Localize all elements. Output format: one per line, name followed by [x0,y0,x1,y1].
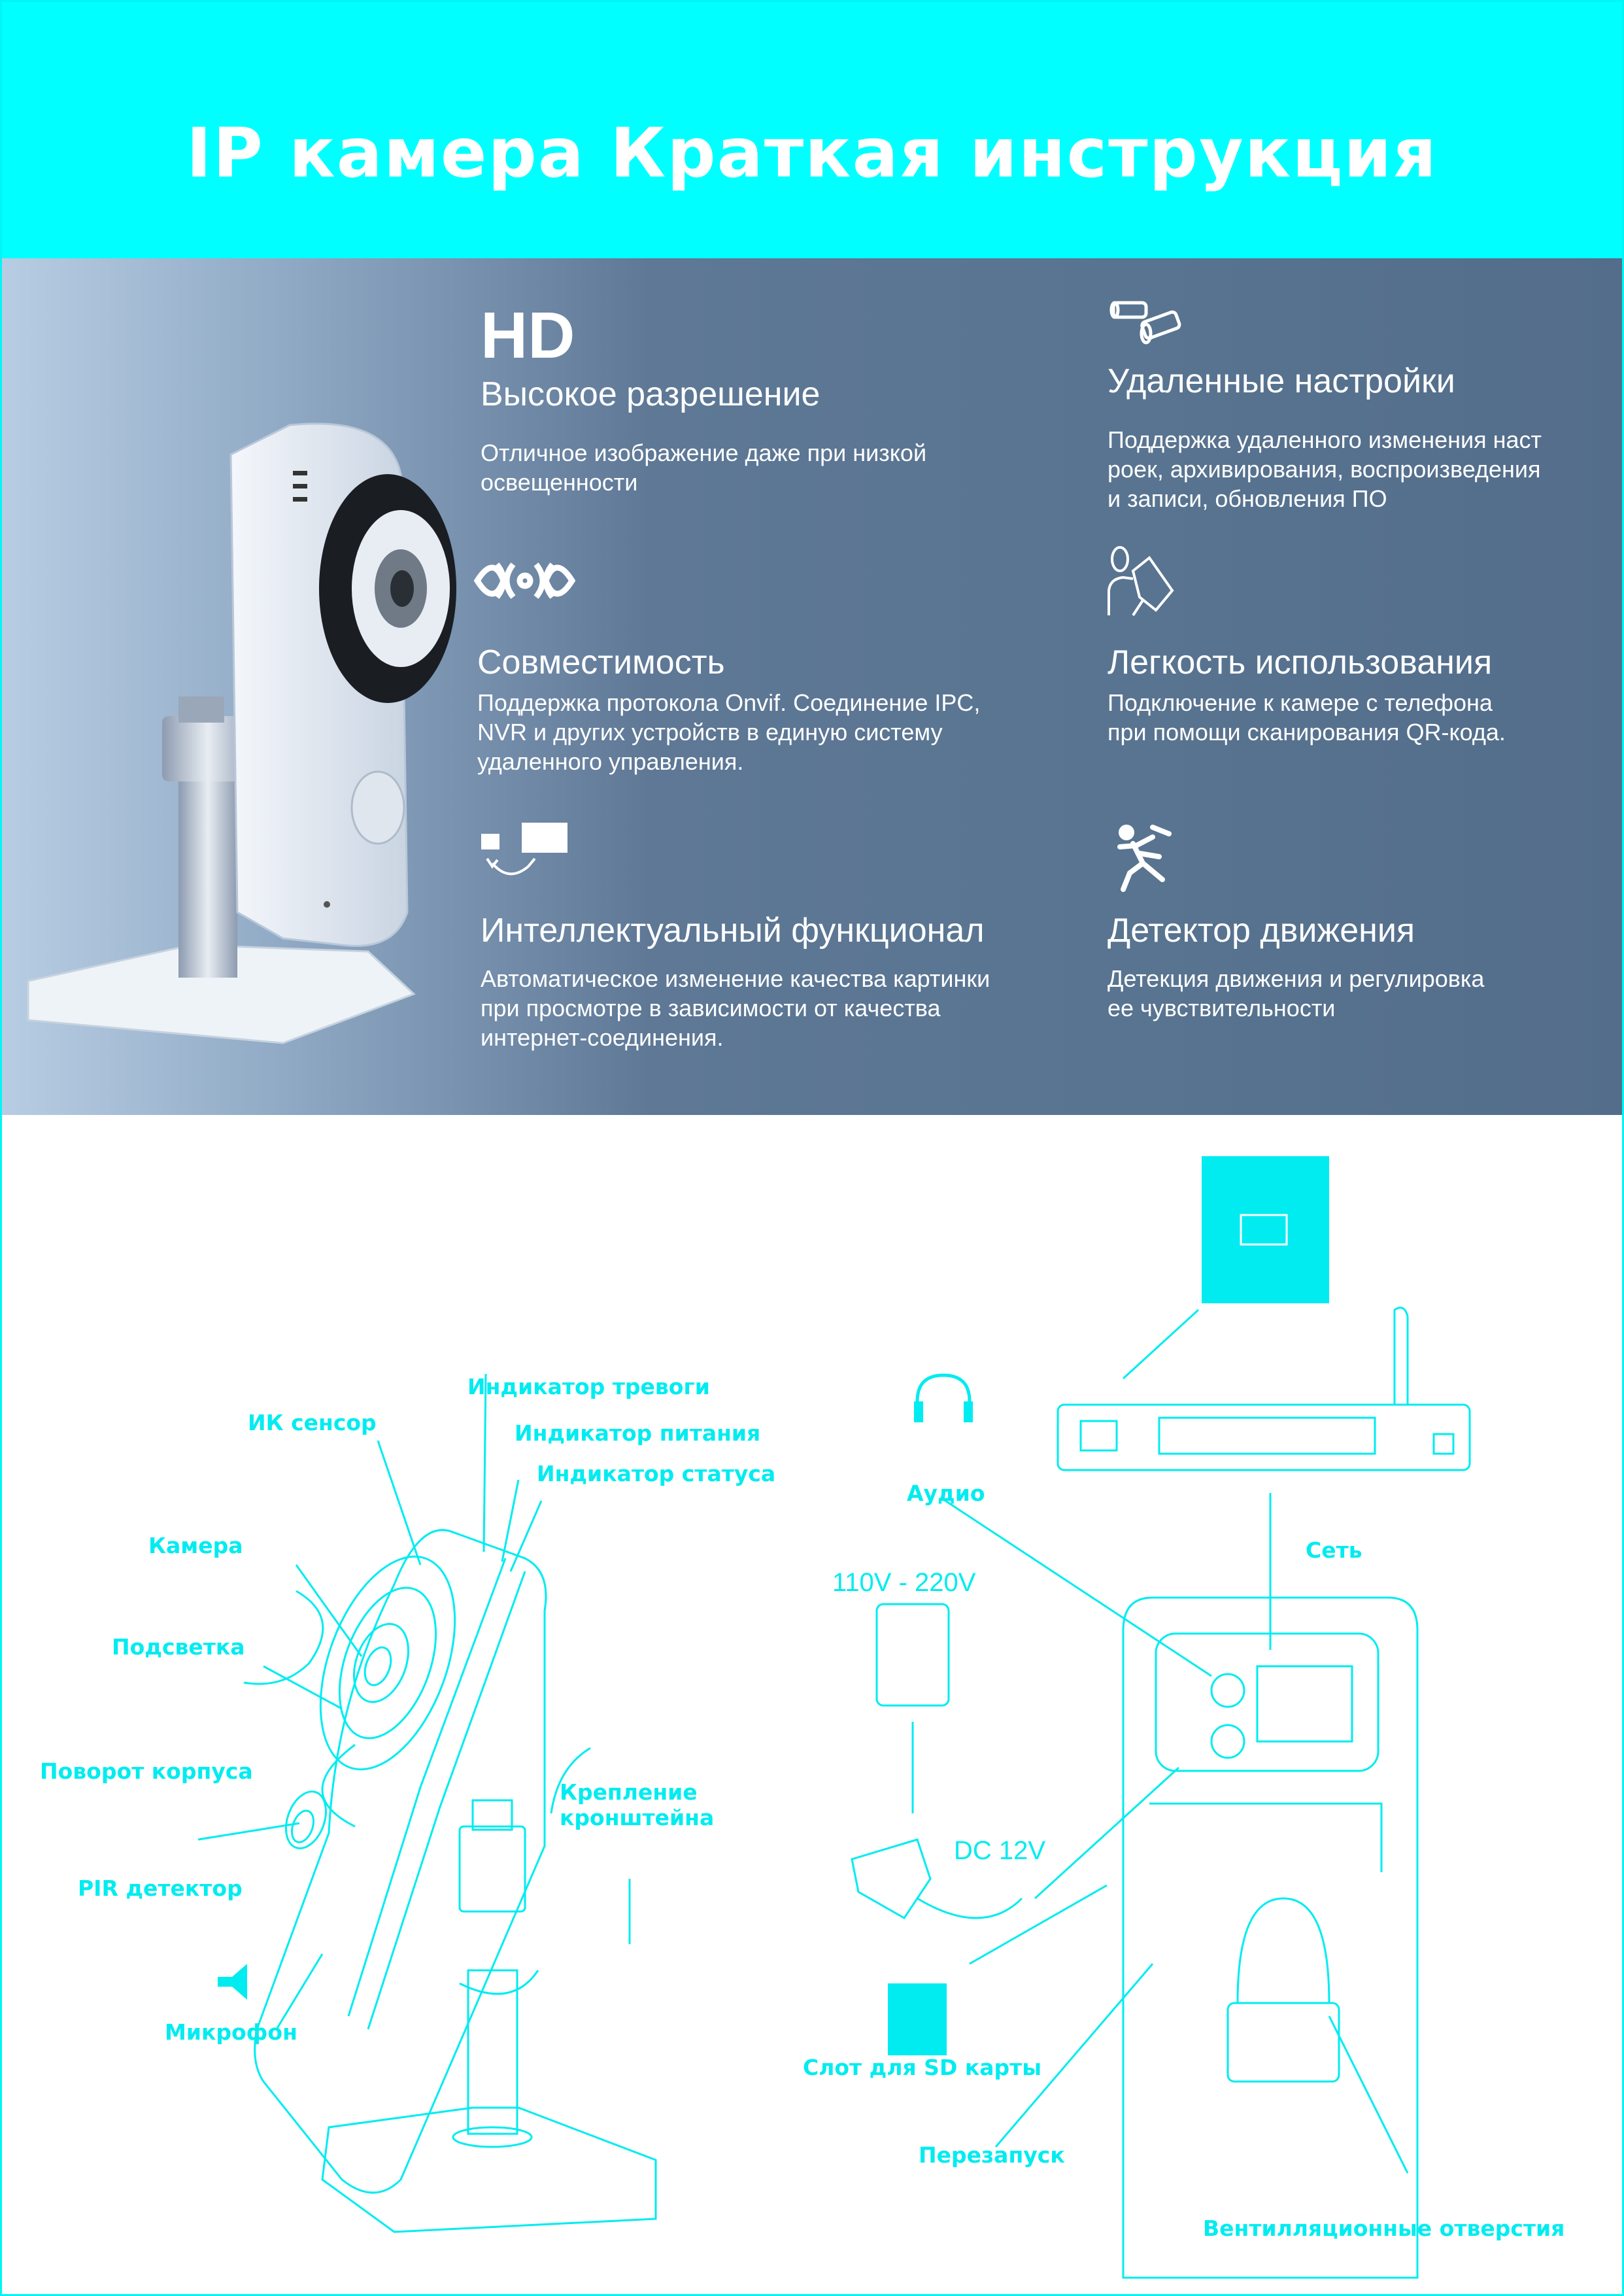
label-network: Сеть [1306,1537,1362,1563]
camera-front-drawing [254,1529,657,2233]
desc-line: при просмотре в зависимости от качества [481,995,941,1022]
label-bracket-mount: Крепление кронштейна [560,1779,714,1830]
feature-title: Высокое разрешение [481,375,820,413]
label-line: Крепление [560,1779,698,1805]
feature-desc: Подключение к камере с телефона при помо… [1108,688,1506,747]
router-drawing [1057,1403,1471,1471]
feature-desc: Детекция движения и регулировка ее чувст… [1108,964,1484,1023]
page-title: IP камера Краткая инструкция [186,113,1438,193]
label-vents: Вентилляционные отверстия [1203,2216,1565,2241]
feature-title: Легкость использования [1108,643,1493,681]
desc-line: Отличное изображение даже при низкой [481,439,927,467]
desc-line: Детекция движения и регулировка [1108,965,1485,993]
headphones-icon [915,1373,972,1402]
desc-line: освещенности [481,469,638,496]
desc-line: NVR и других устройств в единую систему [477,719,943,746]
features-section: HD Высокое разрешение Отличное изображен… [2,258,1622,1115]
feature-motion-detection: Детектор движения Детекция движения и ре… [1108,912,1484,1023]
desc-line: ее чувствительности [1108,995,1336,1022]
label-line: кронштейна [560,1805,715,1830]
speaker-icon [218,1964,247,2000]
desc-line: Поддержка протокола Onvif. Соединение IP… [477,689,981,717]
camera-back-drawing [1122,1596,1419,2279]
label-audio: Аудио [907,1481,985,1506]
network-port-box [1202,1156,1329,1303]
label-dc-power: DC 12V [954,1836,1046,1865]
feature-title: Детектор движения [1108,912,1415,950]
feature-ease-of-use: Легкость использования Подключение к кам… [1108,643,1506,747]
desc-line: при помощи сканирования QR-кода. [1108,719,1506,746]
sd-card-icon [888,1983,947,2055]
label-backlight: Подсветка [112,1634,245,1660]
ethernet-port-icon [1240,1214,1288,1246]
binoculars-icon [1109,301,1181,345]
feature-desc: Поддержка удаленного изменения наст роек… [1108,425,1542,513]
feature-remote-settings: Удаленные настройки Поддержка удаленного… [1108,362,1542,513]
feature-desc: Отличное изображение даже при низкой осв… [481,438,926,497]
person-reading-icon [1108,546,1174,617]
label-status-indicator: Индикатор статуса [537,1461,776,1486]
desc-line: удаленного управления. [477,748,744,776]
screen-switch-icon [481,823,567,876]
desc-line: Поддержка удаленного изменения наст [1108,426,1542,454]
hd-icon: HD [481,299,575,372]
label-ir-sensor: ИК сенсор [248,1410,377,1435]
feature-title: Удаленные настройки [1108,362,1455,400]
knot-icon [473,562,576,599]
label-sd-slot: Слот для SD карты [803,2055,1042,2080]
feature-title: Совместимость [477,643,725,681]
desc-line: Подключение к камере с телефона [1108,689,1493,717]
feature-desc: Поддержка протокола Onvif. Соединение IP… [477,688,980,776]
running-man-icon [1117,825,1172,892]
feature-compatibility: Совместимость Поддержка протокола Onvif.… [477,643,980,776]
label-power-indicator: Индикатор питания [515,1420,761,1446]
label-alarm-indicator: Индикатор тревоги [467,1374,710,1399]
feature-title: Интеллектуальный функционал [481,912,985,950]
label-reset: Перезапуск [919,2142,1065,2168]
desc-line: Автоматическое изменение качества картин… [481,965,990,993]
header-banner: IP камера Краткая инструкция [2,2,1622,258]
feature-hd: HD Высокое разрешение Отличное изображен… [481,303,926,497]
feature-smart-functions: Интеллектуальный функционал Автоматическ… [481,912,990,1052]
label-body-rotation: Поворот корпуса [40,1758,253,1784]
label-microphone: Микрофон [165,2019,297,2045]
label-pir-detector: PIR детектор [78,1876,243,1901]
camera-photo [27,422,456,1044]
desc-line: интернет-соединения. [481,1024,724,1052]
feature-desc: Автоматическое изменение качества картин… [481,964,990,1052]
desc-line: роек, архивирования, воспроизведения [1108,456,1541,483]
label-camera: Камера [148,1533,243,1558]
label-voltage: 110V - 220V [832,1568,976,1597]
power-outlet-icon [875,1603,950,1707]
desc-line: и записи, обновления ПО [1108,485,1387,513]
